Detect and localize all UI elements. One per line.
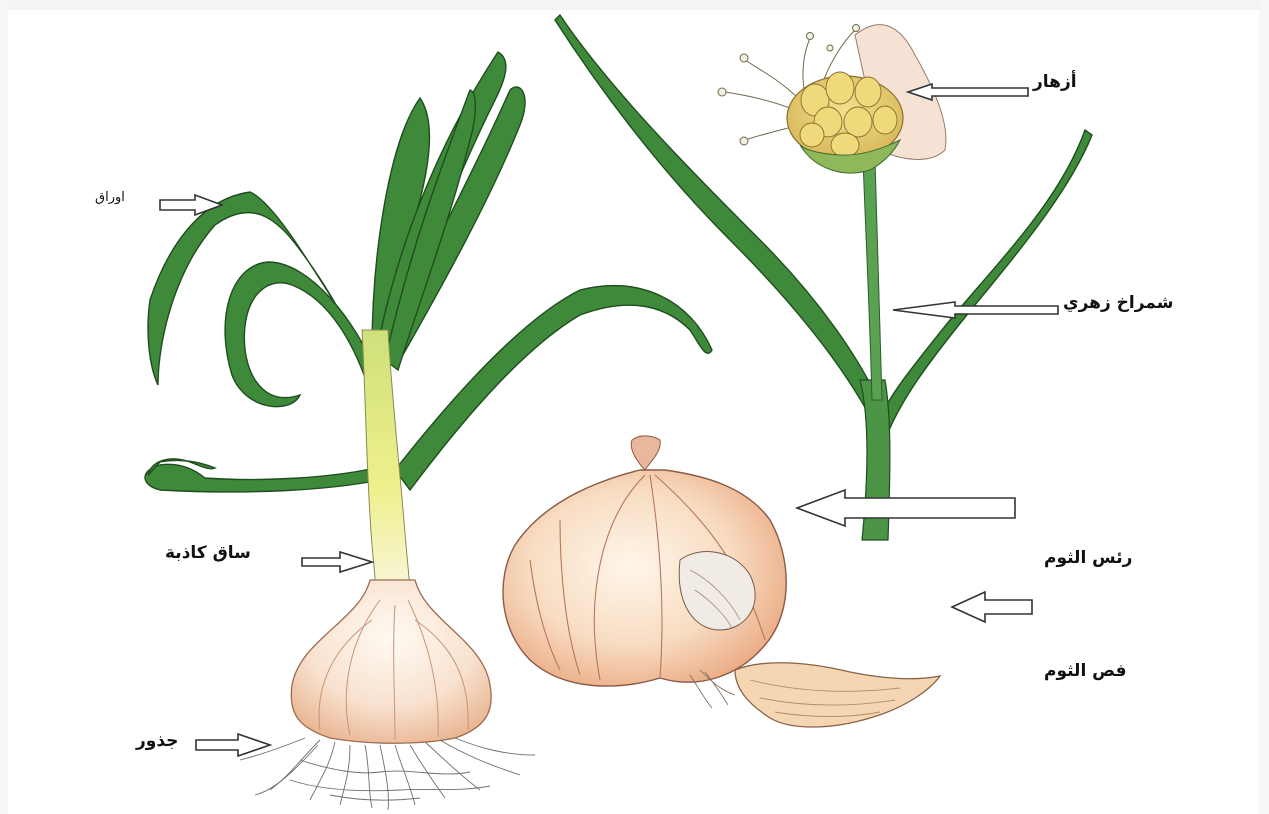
flower-scape	[863, 160, 882, 400]
arrow-garlic-head	[797, 490, 1015, 526]
label-flowers: أزهار	[1033, 72, 1077, 92]
garlic-clove	[735, 663, 940, 727]
flower-head	[718, 25, 946, 173]
roots	[240, 738, 535, 810]
label-flower-scape: شمراخ زهري	[1063, 293, 1173, 313]
right-long-leaf-left	[555, 15, 878, 420]
right-long-leaf-right	[875, 130, 1092, 440]
left-bulb	[291, 580, 491, 743]
arrow-flowers	[908, 84, 1028, 100]
label-pseudo-stem: ساق كاذبة	[165, 543, 251, 563]
left-plant	[145, 52, 712, 810]
arrow-garlic-clove	[952, 592, 1032, 622]
label-garlic-head: رئس الثوم	[1044, 548, 1132, 568]
arrow-pseudo-stem	[302, 552, 372, 572]
label-garlic-clove: فص الثوم	[1044, 661, 1127, 681]
arrow-roots	[196, 734, 270, 756]
label-leaves: اوراق	[95, 190, 125, 205]
label-roots: جذور	[136, 731, 178, 751]
